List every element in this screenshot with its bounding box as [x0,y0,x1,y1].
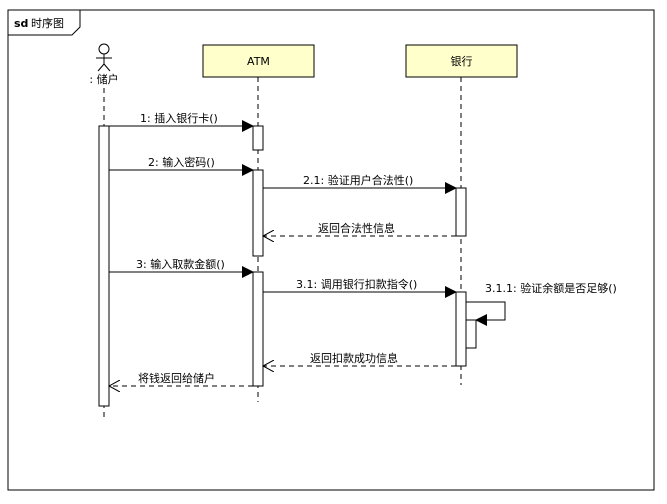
activation-customer [98,125,110,407]
participant-atm: ATM [202,44,315,78]
participant-bank: 银行 [405,44,518,78]
activation-bank-1 [455,187,467,237]
return-2-1-label: 返回合法性信息 [318,221,395,235]
activation-bank-2 [455,291,467,367]
frame-title: 时序图 [31,16,64,30]
return-3-label: 将钱返回给储户 [138,371,215,385]
frame-keyword: sd [14,17,28,30]
actor-customer-label: : 储户 [89,72,118,86]
message-3-1-1-label: 3.1.1: 验证余额是否足够() [485,281,617,295]
actor-head [98,43,110,55]
message-3-1-label: 3.1: 调用银行扣款指令() [296,277,417,291]
diagram-frame [7,9,655,491]
message-2-label: 2: 输入密码() [148,155,215,169]
actor-customer: : 储户 [89,43,119,86]
message-3-label: 3: 输入取款金额() [136,257,225,271]
activation-atm-2 [252,169,264,257]
participant-bank-label: 银行 [451,54,473,68]
activation-atm-3 [252,271,264,387]
return-3-1-label: 返回扣款成功信息 [310,351,398,365]
message-3-1-1-arrow [466,301,506,326]
participant-atm-label: ATM [247,55,270,68]
activation-atm-1 [252,125,264,151]
frame-title-tab [8,10,81,36]
message-1-label: 1: 插入银行卡() [140,111,218,125]
message-2-1-label: 2.1: 验证用户合法性() [303,173,413,187]
activation-bank-3 [465,319,477,349]
